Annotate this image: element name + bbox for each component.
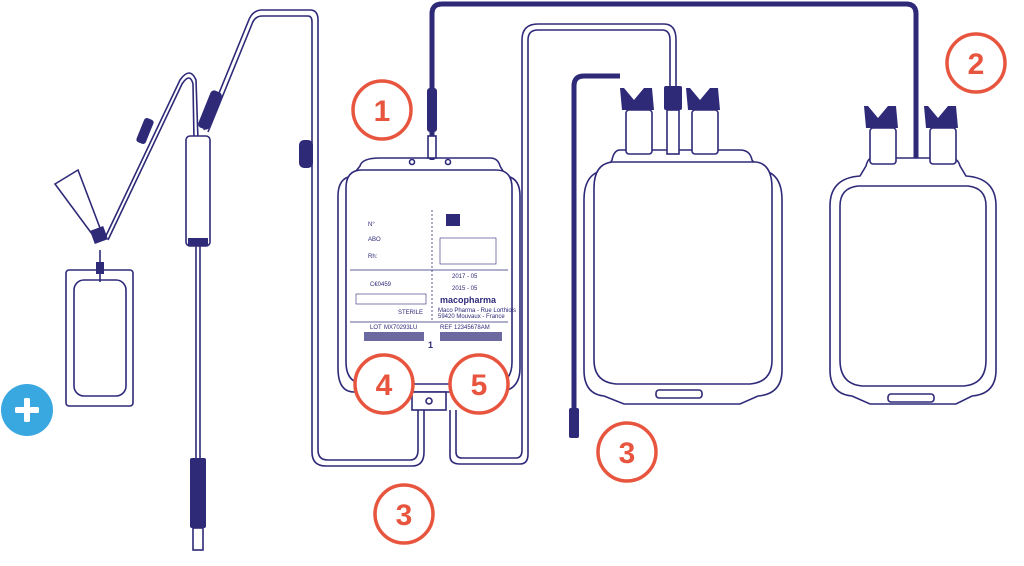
callout-number: 3 xyxy=(619,437,636,470)
label-unit: 1 xyxy=(428,340,433,350)
clamp xyxy=(427,88,437,132)
label-abo: ABO xyxy=(368,237,381,243)
collection-tube-inner xyxy=(207,15,425,467)
transfer-tube xyxy=(449,29,671,465)
label-no: N° xyxy=(368,222,375,228)
needle-line xyxy=(185,135,211,551)
primary-collection-bag: N° ABO Rh: C€0459 STERILE 2017 - 05 2015… xyxy=(337,157,521,411)
plus-icon xyxy=(15,398,39,422)
label-ref-tag: REF xyxy=(440,325,452,331)
label-manufacture-date: 2015 - 05 xyxy=(452,286,478,292)
label-ce: C€0459 xyxy=(370,282,392,288)
clamp xyxy=(136,117,154,145)
callout-number: 4 xyxy=(376,369,393,402)
clamp xyxy=(198,90,222,130)
label-address-2: 59420 Mouvaux - France xyxy=(438,314,505,320)
clamp xyxy=(299,140,313,168)
callout-5: 5 xyxy=(448,353,510,415)
secondary-bag-2 xyxy=(829,106,997,405)
label-rh: Rh: xyxy=(368,254,378,260)
label-lot-tag: LOT xyxy=(370,325,382,331)
transfer-tube-inner xyxy=(455,23,677,459)
callout-number: 3 xyxy=(396,499,413,532)
hatched-tube-pattern xyxy=(429,1,919,162)
label-sterile: STERILE xyxy=(398,310,423,316)
plus-button[interactable] xyxy=(1,384,53,436)
label-address-1: Maco Pharma - Rue Lorthiois xyxy=(438,308,516,314)
label-expiry-date: 2017 - 05 xyxy=(452,274,478,280)
callout-number: 2 xyxy=(968,48,985,81)
callout-1: 1 xyxy=(351,79,413,141)
sample-pouch xyxy=(65,250,134,407)
hatched-tube-2-pattern xyxy=(571,73,620,436)
label-lot-code: MX70293LU xyxy=(384,325,417,331)
tube-end xyxy=(569,408,579,438)
callout-3-left: 3 xyxy=(373,483,435,545)
label-brand: macopharma xyxy=(440,295,497,305)
sample-tube xyxy=(103,72,199,241)
label-ref-code: 12345678AM xyxy=(454,325,490,331)
sample-tube-inner xyxy=(107,77,195,241)
callout-4: 4 xyxy=(353,353,415,415)
sample-tube-holder xyxy=(53,168,108,244)
collection-tube xyxy=(203,9,419,461)
callout-number: 5 xyxy=(471,369,488,402)
callout-2: 2 xyxy=(945,32,1007,94)
barcode xyxy=(440,332,502,341)
barcode xyxy=(364,332,424,341)
callout-3-right: 3 xyxy=(596,421,658,483)
callout-number: 1 xyxy=(374,95,391,128)
secondary-bag-1 xyxy=(583,86,783,405)
